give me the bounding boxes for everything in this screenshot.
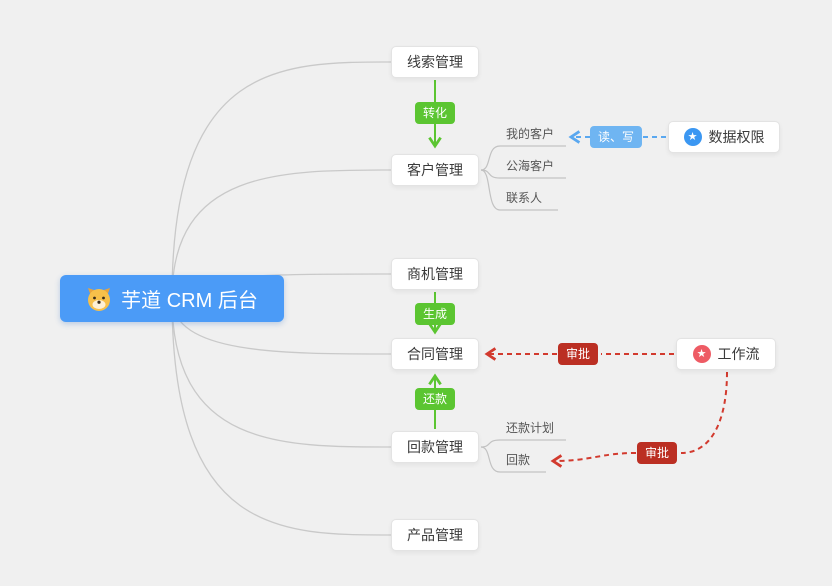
child-receipt: 回款 (506, 453, 531, 467)
node-contract-management: 合同管理 (391, 338, 479, 370)
branch-root-to-product (171, 297, 392, 536)
branch-customer-to-my-customers (480, 145, 566, 171)
node-payment-management: 回款管理 (391, 431, 479, 463)
badge-read-write-label: 读、写 (597, 130, 635, 144)
dash-workflow-to-approve-payment (680, 371, 728, 454)
branch-customer-to-public-pool (480, 169, 566, 179)
child-my-customers: 我的客户 (506, 127, 555, 141)
root-node-label: 芋道 CRM 后台 (121, 290, 258, 312)
badge-generate-label: 生成 (422, 307, 448, 321)
node-payment-label: 回款管理 (407, 439, 463, 455)
node-clue-label: 线索管理 (407, 54, 463, 70)
branch-root-to-clue (171, 61, 392, 299)
child-repayment-plan: 还款计划 (506, 421, 555, 435)
badge-approve-contract: 审批 (557, 343, 599, 365)
badge-approve-payment-label: 审批 (644, 446, 670, 460)
branch-root-to-payment (171, 297, 392, 448)
node-workflow-label: 工作流 (717, 346, 760, 362)
node-product-management: 产品管理 (391, 519, 479, 551)
node-clue-management: 线索管理 (391, 46, 479, 78)
node-opportunity-management: 商机管理 (391, 258, 479, 290)
child-public-pool-customers: 公海客户 (506, 159, 555, 173)
badge-read-write: 读、写 (589, 126, 643, 148)
badge-convert-label: 转化 (422, 106, 448, 120)
branch-root-to-customer (171, 169, 392, 299)
branch-payment-to-receipt (480, 446, 546, 473)
star-icon: ★ (692, 345, 711, 363)
badge-convert: 转化 (414, 102, 456, 124)
node-contract-label: 合同管理 (407, 346, 463, 362)
dash-approve-to-receipt (550, 452, 637, 468)
node-data-permission-label: 数据权限 (708, 129, 765, 145)
node-product-label: 产品管理 (407, 527, 463, 543)
node-data-permission: ★ 数据权限 (668, 121, 780, 153)
node-workflow: ★ 工作流 (676, 338, 776, 370)
badge-repay-label: 还款 (422, 392, 448, 406)
node-customer-label: 客户管理 (407, 162, 463, 178)
root-node: 芋道 CRM 后台 (60, 275, 284, 322)
child-contacts: 联系人 (506, 191, 543, 205)
badge-repay: 还款 (414, 388, 456, 410)
star-icon: ★ (683, 128, 702, 146)
branch-customer-to-contacts (480, 169, 558, 211)
badge-generate: 生成 (414, 303, 456, 325)
badge-approve-payment: 审批 (636, 442, 678, 464)
badge-approve-contract-label: 审批 (565, 347, 591, 361)
node-customer-management: 客户管理 (391, 154, 479, 186)
branch-payment-to-repayment-plan (480, 439, 566, 448)
node-opportunity-label: 商机管理 (407, 266, 463, 282)
dog-icon (86, 286, 112, 312)
